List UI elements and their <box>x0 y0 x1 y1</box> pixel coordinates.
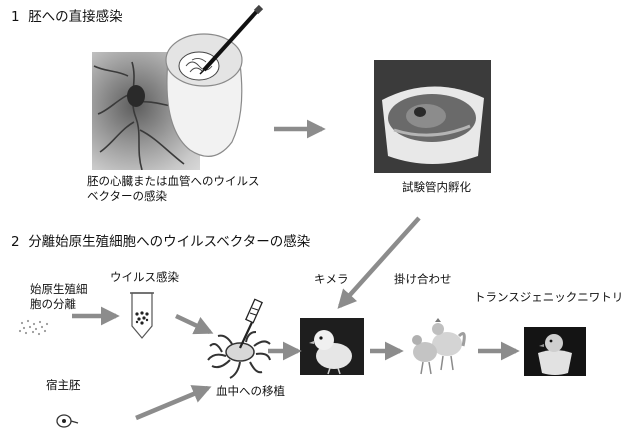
adult-chickens-photo <box>405 314 467 376</box>
transgenic-chicken-photo <box>524 327 586 376</box>
section1-heading: 1 胚への直接感染 <box>11 9 123 26</box>
host-embryo-label: 宿主胚 <box>46 378 81 392</box>
section1-number: 1 <box>11 9 20 25</box>
embryo-transplant-drawing <box>207 331 271 379</box>
transgenic-chicken-label: トランスジェニックニワトリ <box>474 290 624 304</box>
test-tube-hatching-label: 試験管内孵化 <box>402 180 471 194</box>
embryo-injection-label-line2: ベクターの感染 <box>87 189 168 203</box>
chimera-label: キメラ <box>314 272 349 286</box>
crossing-label: 掛け合わせ <box>394 272 452 286</box>
arrow-host-to-embryo <box>135 385 212 421</box>
test-tube-hatching-photo <box>374 60 491 173</box>
pgc-isolation-label-line2: 胞の分離 <box>30 297 76 311</box>
pgc-cells-drawing <box>18 319 49 336</box>
section2-number: 2 <box>11 234 20 250</box>
blood-transplant-label: 血中への移植 <box>216 384 285 398</box>
injection-needle <box>199 4 264 75</box>
arrow-tube-to-embryo <box>175 313 214 335</box>
arrow-hatching-to-chimera <box>337 216 421 309</box>
chimera-chick-photo <box>300 318 364 375</box>
section1-title: 胚への直接感染 <box>28 9 123 25</box>
virus-infection-label: ウイルス感染 <box>110 270 179 284</box>
section2-heading: 2 分離始原生殖細胞へのウイルスベクターの感染 <box>11 234 310 251</box>
transplant-pipette <box>239 298 263 349</box>
egg-injection-drawing <box>165 33 243 157</box>
embryo-injection-label-line1: 胚の心臓または血管へのウイルス <box>87 174 260 188</box>
host-embryo-icon <box>56 414 79 428</box>
pgc-isolation-label-line1: 始原生殖細 <box>30 282 88 296</box>
virus-tube-drawing <box>130 292 154 339</box>
section2-title: 分離始原生殖細胞へのウイルスベクターの感染 <box>28 234 311 250</box>
